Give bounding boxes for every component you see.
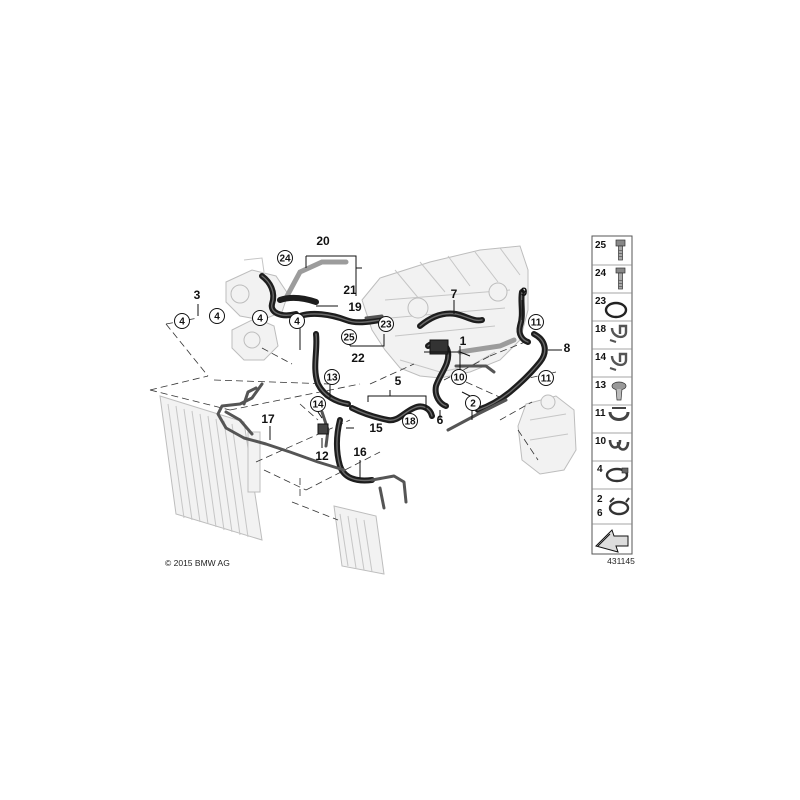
- copyright-text: © 2015 BMW AG: [165, 558, 230, 568]
- callout-7: 7: [451, 287, 458, 301]
- stud-bolt-icon: [615, 267, 626, 290]
- callout-18: 18: [404, 417, 416, 428]
- callout-12: 12: [315, 449, 329, 463]
- legend-number-2: 2: [597, 494, 603, 505]
- callout-6: 6: [437, 413, 444, 427]
- o-ring-icon: [604, 301, 628, 319]
- legend-number-4: 4: [597, 464, 603, 475]
- coolant-hoses: [216, 259, 548, 510]
- bolt-icon: [615, 239, 626, 261]
- callout-22: 22: [351, 351, 365, 365]
- callout-19: 19: [348, 300, 362, 314]
- auxiliary-radiator-outline: [333, 505, 385, 575]
- callout-13: 13: [326, 373, 338, 384]
- legend-number-25: 25: [595, 240, 607, 251]
- legend-number-23: 23: [595, 296, 607, 307]
- callout-2: 2: [470, 399, 476, 410]
- callout-11-b: 11: [541, 374, 552, 385]
- callout-24-circle: [277, 250, 293, 266]
- callout-14: 14: [312, 400, 324, 411]
- parts-legend: 25 24 23 18 14 13: [591, 235, 633, 555]
- callout-4-c: 4: [257, 314, 263, 325]
- hose-clip-icon: [609, 352, 628, 371]
- legend-number-6: 6: [597, 508, 603, 519]
- callout-23: 23: [380, 320, 392, 331]
- callout-8: 8: [564, 341, 571, 355]
- arrow-pointer-icon: [595, 529, 629, 553]
- expansion-tank-outline: [517, 394, 577, 475]
- callout-4-a: 4: [179, 317, 185, 328]
- radiator-outline: [159, 395, 263, 541]
- callout-1: 1: [460, 334, 467, 348]
- legend-number-11: 11: [595, 408, 606, 419]
- callout-3: 3: [194, 288, 201, 302]
- legend-number-24: 24: [595, 268, 607, 279]
- callout-10: 10: [453, 373, 465, 384]
- callouts: 20 24 21 19 3 4 4 4 4 25 23 22 7 1 9 11 …: [174, 234, 571, 463]
- expanding-rivet-icon: [611, 381, 627, 401]
- hose-clamp-icon: [605, 467, 629, 483]
- callout-24: 24: [279, 254, 291, 265]
- callout-17: 17: [261, 412, 275, 426]
- callout-21: 21: [343, 283, 357, 297]
- spring-band-clamp-icon: [608, 497, 630, 516]
- double-clip-icon: [608, 439, 630, 451]
- callout-25: 25: [343, 333, 355, 344]
- callout-11-a: 11: [531, 318, 542, 329]
- callout-4-d: 4: [294, 317, 300, 328]
- legend-number-10: 10: [595, 436, 607, 447]
- callout-16: 16: [353, 445, 367, 459]
- callout-15: 15: [369, 421, 383, 435]
- callout-4-b: 4: [214, 312, 220, 323]
- hose-clip-icon: [609, 324, 628, 343]
- legend-number-14: 14: [595, 352, 607, 363]
- legend-number-13: 13: [595, 380, 607, 391]
- legend-number-18: 18: [595, 324, 607, 335]
- image-number: 431145: [607, 556, 635, 566]
- callout-20: 20: [316, 234, 330, 248]
- water-pump-outline: [225, 257, 289, 361]
- callout-5: 5: [395, 374, 402, 388]
- leader-lines: [197, 255, 562, 478]
- callout-9: 9: [521, 285, 528, 299]
- holder-icon: [608, 407, 630, 421]
